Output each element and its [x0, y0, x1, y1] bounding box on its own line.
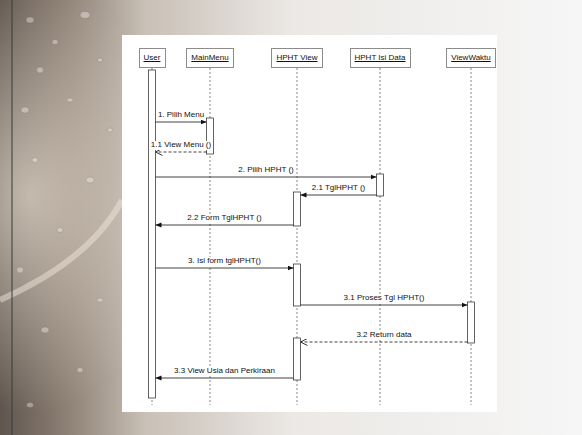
lifeline-name: HPHT Isi Data [355, 54, 406, 62]
message-label: 2.1 TglHPHT () [311, 184, 367, 193]
message-label: 3.1 Proses Tgl HPHT() [343, 294, 426, 303]
message-label: 2. Pilih HPHT () [237, 166, 294, 175]
call-message [156, 122, 207, 123]
lifeline-head: User [139, 48, 166, 68]
message-label: 2.2 Form TglHPHT () [186, 214, 262, 223]
call-message [156, 268, 294, 269]
lifeline-head: HPHT Isi Data [350, 48, 411, 68]
return-message [156, 152, 207, 153]
message-label: 1. Pilih Menu [157, 111, 205, 120]
lifeline-name: User [144, 54, 161, 62]
lifeline-head: HPHT View [271, 48, 323, 68]
lifeline-head: ViewWaktu [446, 48, 496, 68]
call-message [156, 378, 294, 379]
lifeline-name: MainMenu [191, 54, 228, 62]
message-label: 3.3 View Usia dan Perkiraan [173, 367, 276, 376]
diagram-panel [122, 35, 497, 412]
return-message [301, 342, 468, 343]
call-message [156, 225, 294, 226]
call-message [301, 195, 377, 196]
message-label: 1.1 View Menu () [150, 141, 212, 150]
call-message [301, 305, 468, 306]
activation-bars [149, 70, 475, 398]
call-message [156, 177, 377, 178]
lifeline-name: ViewWaktu [451, 54, 491, 62]
message-label: 3. Isi form tglHPHT() [187, 257, 262, 266]
message-label: 3.2 Return data [355, 331, 412, 340]
lifeline-name: HPHT View [276, 54, 317, 62]
lifeline-head: MainMenu [186, 48, 234, 68]
